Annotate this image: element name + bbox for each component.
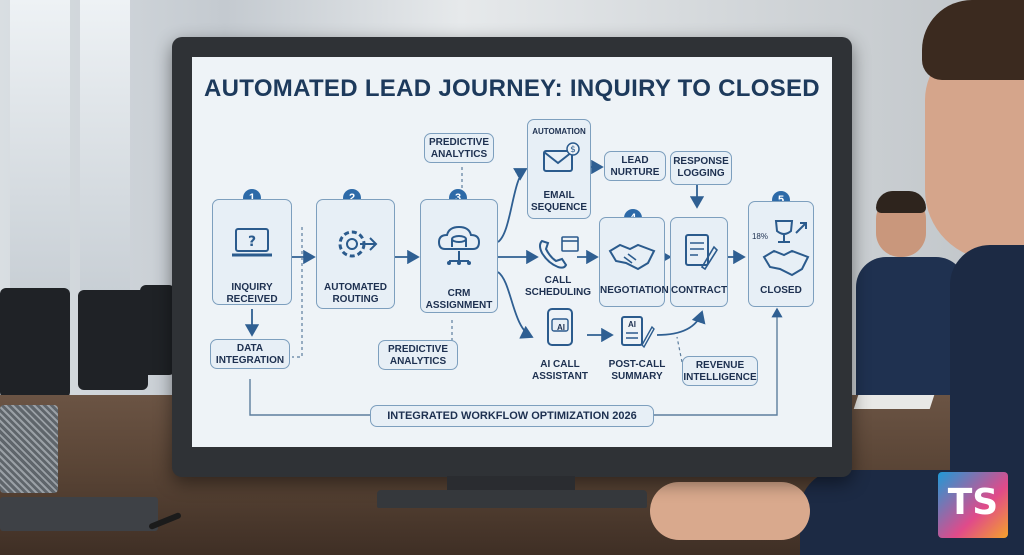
automated-routing-box: AUTOMATED ROUTING: [316, 199, 395, 309]
lead-nurture-label: LEAD NURTURE: [610, 155, 660, 178]
contract-label: CONTRACT: [671, 285, 728, 296]
response-logging-box: RESPONSE LOGGING: [670, 151, 732, 185]
logo-text: TS: [947, 482, 999, 523]
foreground-person: [650, 0, 1024, 555]
svg-text:$: $: [570, 145, 576, 155]
negotiation-label: NEGOTIATION: [600, 285, 669, 296]
phone-ai-icon: [542, 307, 578, 347]
phone-calendar-icon: [536, 235, 580, 271]
cloud-database-icon: [435, 221, 483, 269]
hair: [922, 0, 1024, 80]
ai-document-icon: [616, 315, 656, 351]
trophy-handshake-icon: [762, 217, 812, 277]
window-light: [80, 0, 130, 300]
closed-label: CLOSED: [760, 285, 802, 296]
workflow-banner: INTEGRATED WORKFLOW OPTIMIZATION 2026: [370, 405, 654, 427]
office-chair: [140, 285, 175, 375]
gear-arrow-icon: [332, 222, 378, 266]
predictive-analytics-bottom-label: PREDICTIVE ANALYTICS: [387, 344, 448, 367]
ai-doc-label: AI: [628, 320, 636, 329]
workflow-label: INTEGRATED WORKFLOW OPTIMIZATION 2026: [387, 410, 637, 422]
office-chair: [78, 290, 148, 390]
email-dollar-icon: $: [542, 141, 582, 175]
office-chair: [0, 288, 70, 398]
background-person: [856, 191, 966, 397]
data-integration-box: DATA INTEGRATION: [210, 339, 290, 369]
diagram-title: AUTOMATED LEAD JOURNEY: INQUIRY TO CLOSE…: [204, 75, 820, 102]
ai-badge-label: AI: [557, 323, 565, 332]
contract-box: CONTRACT: [670, 217, 728, 307]
revenue-intelligence-box: REVENUE INTELLIGENCE: [682, 356, 758, 386]
pen-holder: [0, 405, 58, 493]
crm-assignment-label: CRM ASSIGNMENT: [425, 288, 493, 311]
percent-label: 18%: [751, 232, 768, 241]
hand: [650, 482, 810, 540]
data-integration-label: DATA INTEGRATION: [215, 343, 285, 366]
automation-email-box: AUTOMATION EMAIL SEQUENCE: [527, 119, 591, 219]
ai-call-assistant-label: AI CALL ASSISTANT: [532, 359, 588, 382]
inquiry-received-label: INQUIRY RECEIVED: [226, 282, 278, 305]
automation-label: AUTOMATION: [532, 127, 586, 136]
predictive-analytics-top-box: PREDICTIVE ANALYTICS: [424, 133, 494, 163]
svg-text:?: ?: [248, 234, 256, 250]
inquiry-received-box: INQUIRY RECEIVED: [212, 199, 292, 305]
monitor-screen: AUTOMATED LEAD JOURNEY: INQUIRY TO CLOSE…: [192, 57, 832, 447]
email-sequence-label: EMAIL SEQUENCE: [530, 190, 588, 213]
negotiation-box: NEGOTIATION: [599, 217, 669, 307]
contract-document-icon: [682, 233, 718, 273]
handshake-icon: [608, 237, 656, 273]
automated-routing-label: AUTOMATED ROUTING: [324, 282, 387, 305]
window-light: [10, 0, 70, 300]
flow-connectors: [244, 159, 783, 416]
predictive-analytics-bottom-box: PREDICTIVE ANALYTICS: [378, 340, 458, 370]
response-logging-label: RESPONSE LOGGING: [673, 156, 729, 179]
lead-nurture-box: LEAD NURTURE: [604, 151, 666, 181]
laptop-question-icon: ?: [230, 225, 274, 265]
notebook: [0, 497, 158, 531]
ts-logo: TS: [938, 472, 1008, 538]
sleeve: [800, 470, 960, 555]
suit: [856, 257, 966, 397]
closed-box: CLOSED: [748, 201, 814, 307]
call-scheduling-label: CALL SCHEDULING: [524, 275, 592, 298]
hair: [876, 191, 926, 213]
predictive-analytics-top-label: PREDICTIVE ANALYTICS: [428, 137, 489, 160]
revenue-intelligence-label: REVENUE INTELLIGENCE: [683, 360, 757, 383]
monitor-base: [377, 490, 647, 508]
post-call-summary-label: POST-CALL SUMMARY: [608, 359, 666, 382]
